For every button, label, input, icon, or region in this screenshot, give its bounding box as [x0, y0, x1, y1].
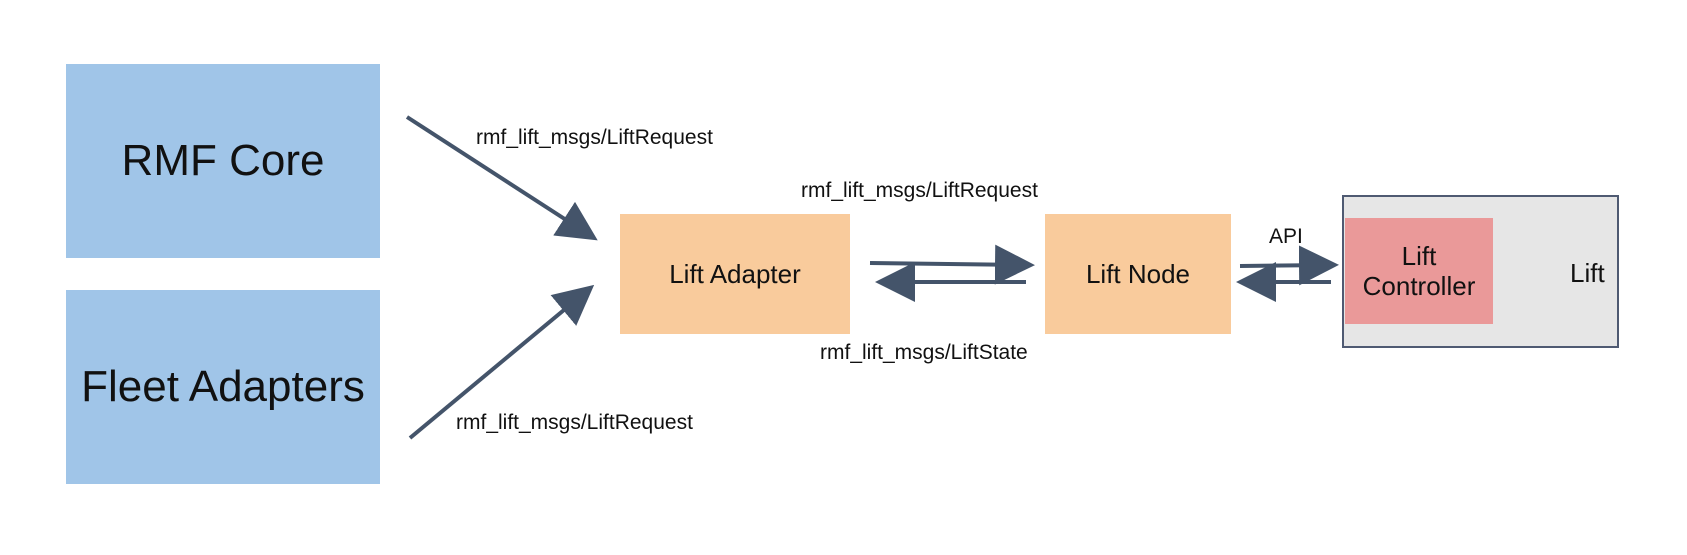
- lift-adapter-label: Lift Adapter: [669, 258, 801, 289]
- edge-label-fleet-request: rmf_lift_msgs/LiftRequest: [456, 411, 693, 434]
- arrow-lift-adapter-to-lift-node: [869, 244, 1035, 285]
- rmf-core-box: RMF Core: [66, 64, 380, 258]
- edge-label-lift-state: rmf_lift_msgs/LiftState: [820, 341, 1028, 364]
- arrow-rmf-core-to-lift-adapter: [405, 115, 598, 241]
- lift-node-box: Lift Node: [1045, 214, 1231, 334]
- edge-label-api: API: [1269, 225, 1303, 248]
- lift-controller-label-line1: Lift: [1401, 241, 1437, 271]
- rmf-core-label: RMF Core: [121, 136, 325, 185]
- lift-label: Lift: [1570, 258, 1605, 288]
- arrow-lift-node-to-lift-controller: [1239, 245, 1339, 286]
- lift-controller-label-line2: Controller: [1362, 271, 1476, 301]
- lift-controller-box: Lift Controller: [1345, 218, 1493, 324]
- edge-label-adapter-request: rmf_lift_msgs/LiftRequest: [801, 179, 1038, 202]
- edge-label-rmf-core-request: rmf_lift_msgs/LiftRequest: [476, 126, 713, 149]
- arrow-fleet-adapters-to-lift-adapter: [408, 284, 595, 440]
- lift-node-label: Lift Node: [1085, 258, 1191, 289]
- lift-adapter-box: Lift Adapter: [620, 214, 850, 334]
- fleet-adapters-box: Fleet Adapters: [66, 290, 380, 484]
- fleet-adapters-label: Fleet Adapters: [81, 362, 365, 411]
